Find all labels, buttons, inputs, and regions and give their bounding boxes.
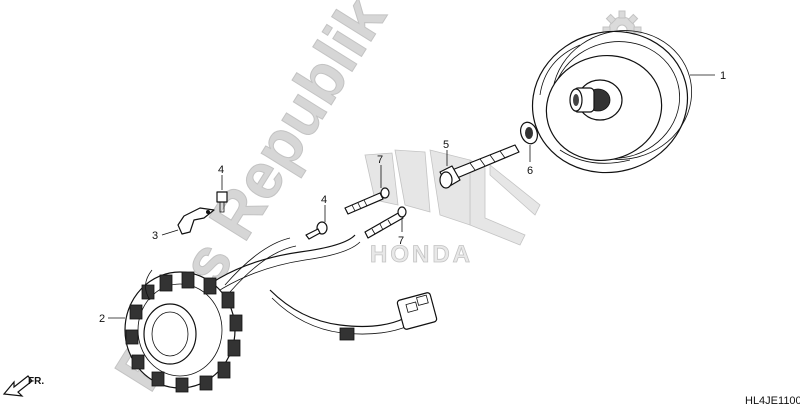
- stator-bolt-lower[interactable]: [364, 206, 407, 239]
- callout-2: 2: [99, 313, 105, 325]
- flywheel-bolt[interactable]: [439, 144, 520, 189]
- wire-clamp[interactable]: [177, 207, 215, 235]
- direction-indicator: FR.: [2, 375, 44, 397]
- callout-1: 1: [720, 70, 726, 82]
- bolt-upper[interactable]: [216, 191, 228, 213]
- diagram-code: HL4JE1100: [745, 395, 800, 407]
- direction-label: FR.: [28, 376, 44, 387]
- stator-assembly[interactable]: [124, 234, 438, 393]
- callout-5: 5: [443, 139, 449, 151]
- callout-6: 6: [527, 165, 533, 177]
- callout-7-lower: 7: [398, 235, 404, 247]
- callout-lines: [108, 74, 715, 319]
- callout-4-lower: 4: [321, 194, 327, 206]
- bolt-lower[interactable]: [305, 221, 328, 240]
- stator-bolt-upper[interactable]: [344, 187, 390, 215]
- callout-7-upper: 7: [377, 154, 383, 166]
- direction-arrow-icon: [2, 375, 33, 397]
- flywheel[interactable]: [517, 14, 707, 190]
- washer[interactable]: [518, 120, 541, 146]
- honda-wing-logo: [364, 149, 541, 246]
- callout-3: 3: [152, 230, 158, 242]
- honda-brand-text: HONDA: [370, 241, 473, 268]
- callout-4-upper: 4: [218, 164, 224, 176]
